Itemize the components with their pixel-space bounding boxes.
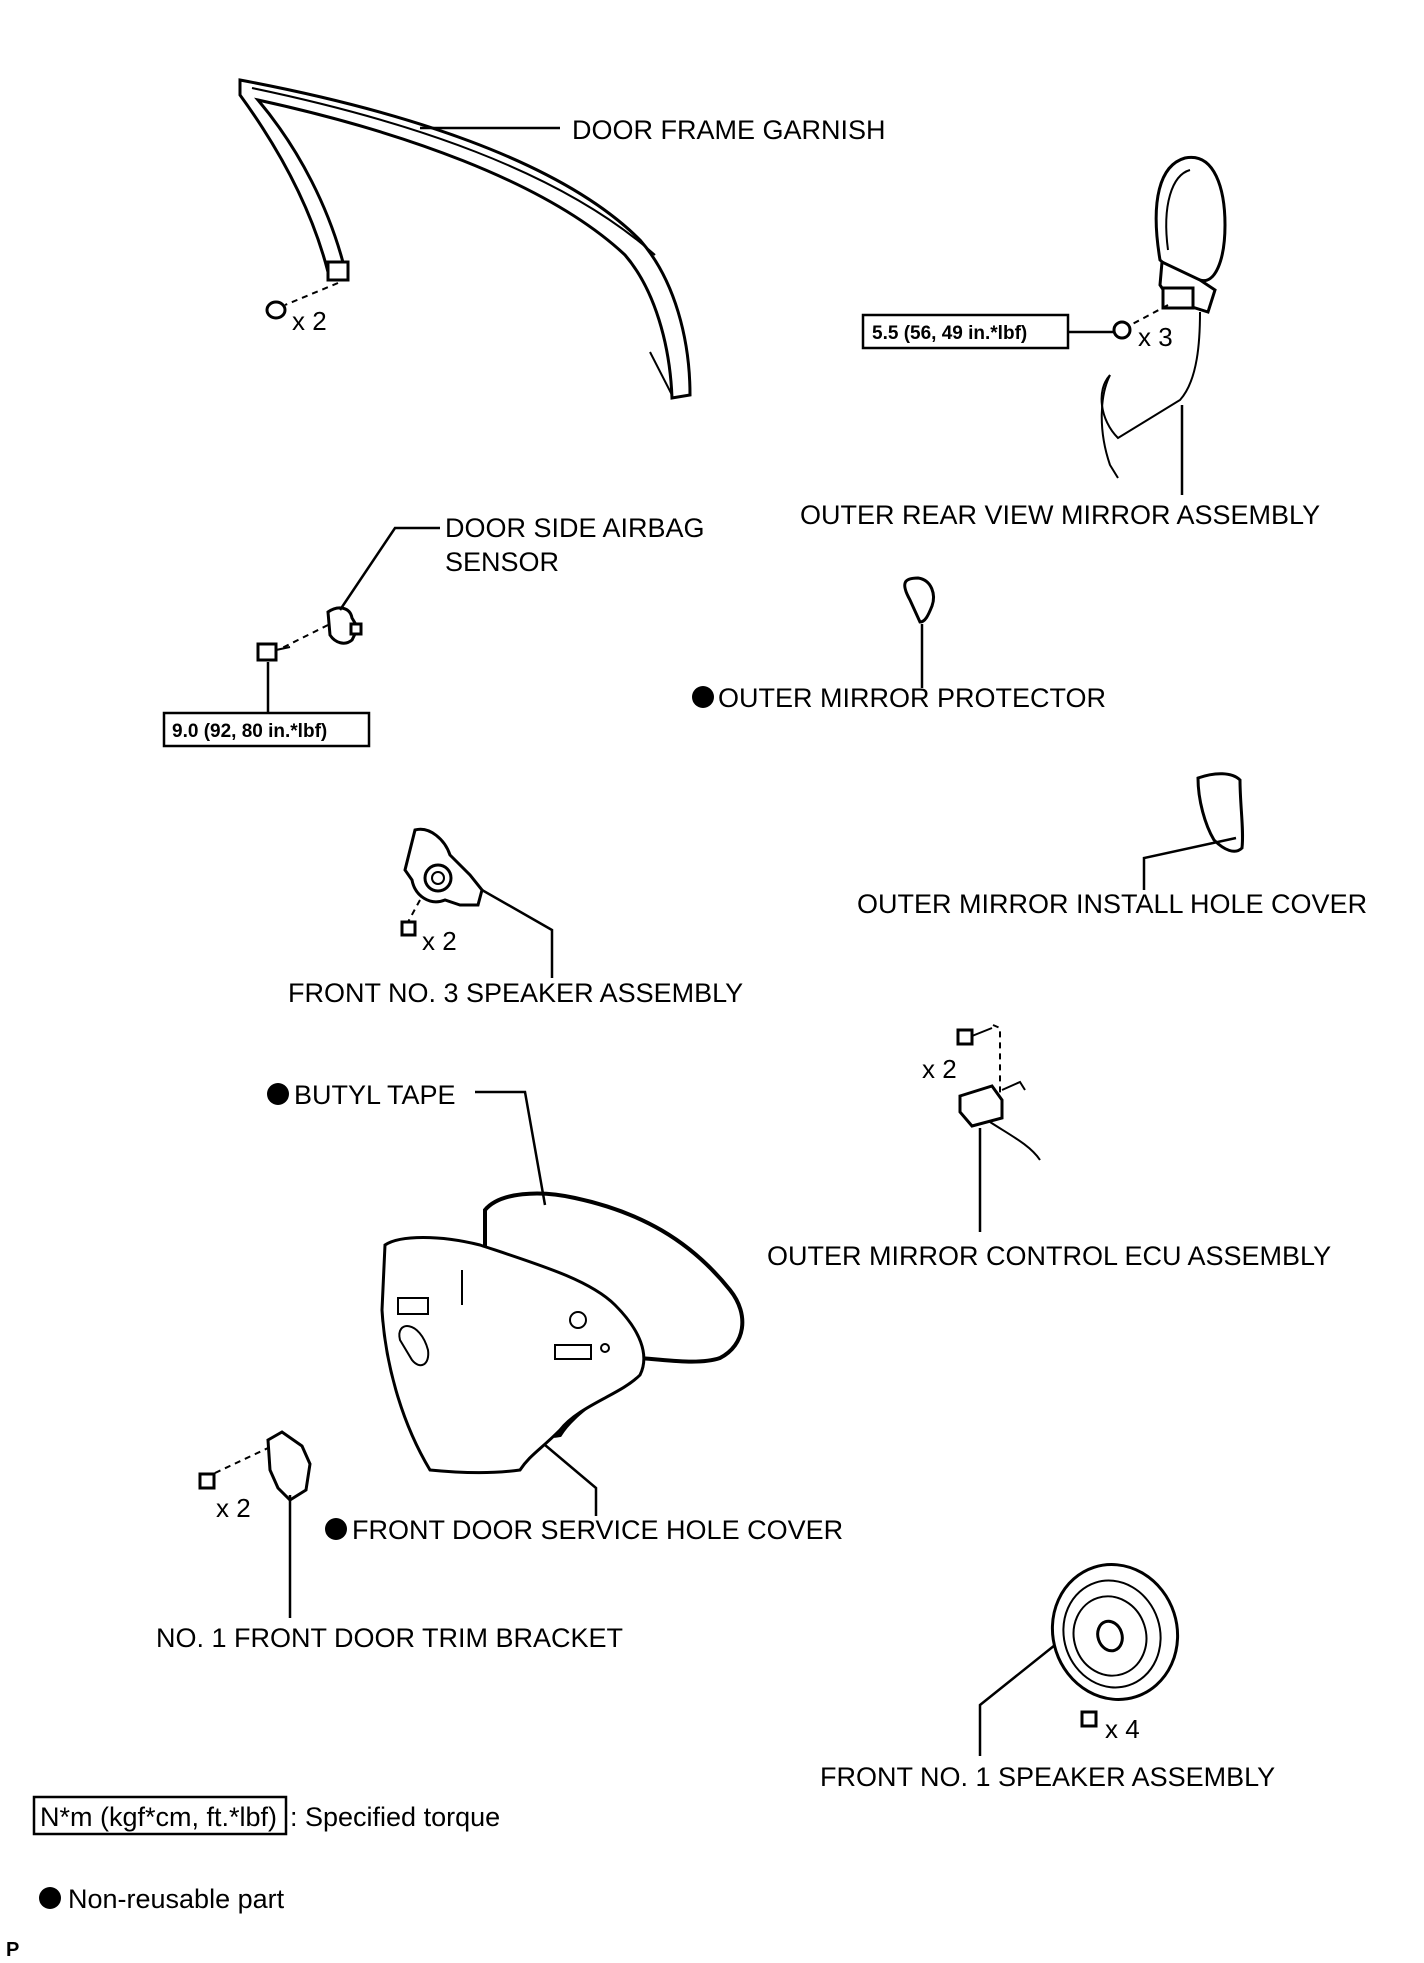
airbag-sensor-bolt [256, 642, 291, 662]
torque-box-airbag [162, 711, 371, 748]
ecu-screw-qty: x 2 [922, 1054, 957, 1084]
front-no1-speaker-part [1050, 1563, 1180, 1701]
garnish-clip [265, 300, 287, 320]
no1-front-door-trim-bracket-part [266, 1430, 312, 1502]
non-reusable-mark-butyl [267, 1083, 289, 1105]
speaker1-screw-qty: x 4 [1105, 1714, 1140, 1744]
legend-torque-box [32, 1795, 288, 1836]
outer-mirror-protector-part [903, 576, 935, 624]
legend-torque-units: N*m (kgf*cm, ft.*lbf) [40, 1802, 277, 1832]
legend-torque-desc: : Specified torque [290, 1802, 500, 1832]
speaker3-screw-qty: x 2 [422, 926, 457, 956]
outer-rear-view-mirror-part [1100, 155, 1227, 479]
label-outer-rear-view-mirror-assembly: OUTER REAR VIEW MIRROR ASSEMBLY [800, 500, 1320, 530]
torque-mirror: 5.5 (56, 49 in.*lbf) [872, 323, 1027, 344]
mirror-nut-qty: x 3 [1138, 322, 1173, 352]
legend-non-reusable-mark [39, 1887, 61, 1909]
speaker1-screw [1080, 1710, 1098, 1728]
ecu-screw [956, 1028, 974, 1046]
label-outer-mirror-protector: OUTER MIRROR PROTECTOR [718, 683, 1106, 713]
label-outer-mirror-control-ecu-assembly: OUTER MIRROR CONTROL ECU ASSEMBLY [767, 1241, 1331, 1271]
garnish-clip-qty: x 2 [292, 306, 327, 336]
label-door-frame-garnish: DOOR FRAME GARNISH [572, 115, 886, 145]
label-front-door-service-hole-cover: FRONT DOOR SERVICE HOLE COVER [352, 1515, 843, 1545]
label-door-side-airbag-sensor-2: SENSOR [445, 547, 559, 577]
label-front-no3-speaker-assembly: FRONT NO. 3 SPEAKER ASSEMBLY [288, 978, 743, 1008]
non-reusable-mark-protector [692, 686, 714, 708]
label-no1-front-door-trim-bracket: NO. 1 FRONT DOOR TRIM BRACKET [156, 1623, 623, 1653]
front-no3-speaker-part [403, 827, 484, 907]
door-frame-garnish-part [238, 78, 692, 400]
speaker3-screw [400, 920, 417, 937]
front-door-service-hole-cover-part [380, 1236, 646, 1475]
bracket-screw-qty: x 2 [216, 1493, 251, 1523]
legend-non-reusable: Non-reusable part [68, 1884, 285, 1914]
door-side-airbag-sensor-part [326, 606, 363, 645]
non-reusable-mark-service-cover [325, 1518, 347, 1540]
label-front-no1-speaker-assembly: FRONT NO. 1 SPEAKER ASSEMBLY [820, 1762, 1275, 1792]
bracket-screw [198, 1472, 216, 1490]
outer-mirror-install-hole-cover-part [1196, 772, 1245, 853]
label-butyl-tape: BUTYL TAPE [294, 1080, 456, 1110]
label-outer-mirror-install-hole-cover: OUTER MIRROR INSTALL HOLE COVER [857, 889, 1367, 919]
label-door-side-airbag-sensor: DOOR SIDE AIRBAG [445, 513, 705, 543]
torque-box-mirror [861, 313, 1070, 350]
outer-mirror-control-ecu-part [958, 1080, 1041, 1161]
mirror-nut [1112, 320, 1132, 340]
torque-airbag-sensor: 9.0 (92, 80 in.*lbf) [172, 721, 327, 742]
corner-mark: P [6, 1939, 19, 1961]
